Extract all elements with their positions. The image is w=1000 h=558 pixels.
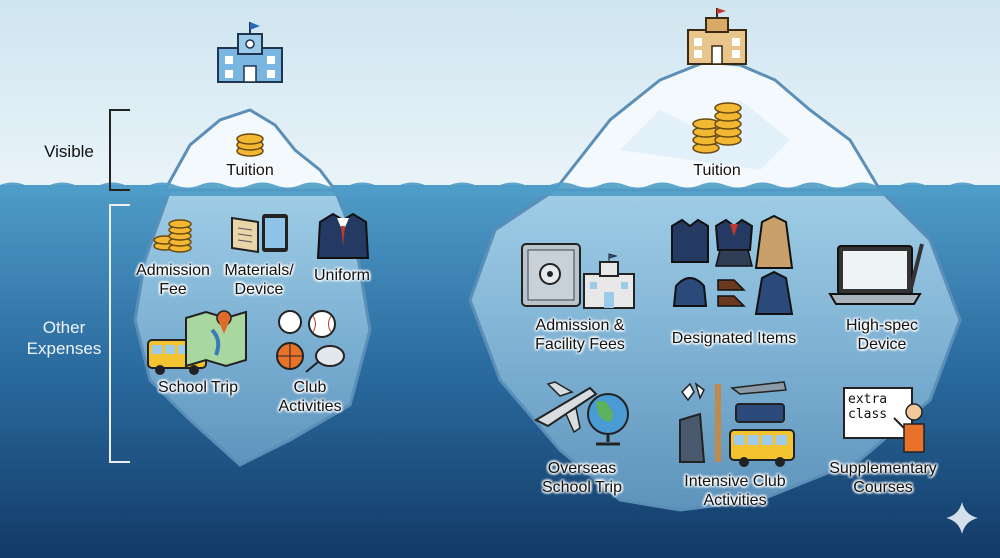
club-gear-icon: [679, 381, 787, 463]
visible-label: Visible: [44, 142, 94, 161]
materials-line2: Device: [234, 281, 284, 298]
facility-school-icon: [583, 253, 635, 309]
large-school-icon: [687, 8, 747, 65]
designated-items-icon: [671, 214, 794, 315]
globe-icon: [587, 393, 629, 446]
intensive-line2: Activities: [703, 492, 767, 509]
admission-facility-line2: Facility Fees: [535, 336, 625, 353]
courses-line2: Courses: [853, 479, 913, 496]
large-tuition-label: Tuition: [693, 162, 741, 179]
admission-facility-label: Admission & Facility Fees: [520, 316, 640, 354]
whiteboard-text: extra class: [848, 392, 908, 422]
materials-device-label: Materials/ Device: [214, 261, 304, 299]
admission-fee-line2: Fee: [159, 281, 187, 298]
high-spec-device-label: High-spec Device: [822, 316, 942, 354]
other-expenses-label: Other Expenses: [18, 317, 110, 359]
supplementary-courses-label: Supplementary Courses: [820, 459, 946, 497]
laptop-icon: [828, 243, 924, 305]
small-tuition-label: Tuition: [226, 162, 274, 179]
designated-items-label: Designated Items: [671, 330, 797, 347]
materials-line1: Materials/: [224, 262, 294, 279]
small-school-icon: [217, 22, 283, 83]
water-line: [0, 182, 1000, 196]
map-pin-icon: [185, 310, 247, 368]
uniform-label: Uniform: [313, 267, 370, 284]
club-line1: Club: [293, 379, 327, 396]
overseas-trip-label: Overseas School Trip: [522, 459, 642, 497]
materials-device-icon: [231, 214, 288, 254]
club-line2: Activities: [278, 398, 342, 415]
school-trip-label: School Trip: [157, 379, 239, 396]
whiteboard-line1: extra: [848, 392, 888, 407]
overseas-line1: Overseas: [547, 460, 617, 477]
airplane-icon: [533, 381, 598, 434]
other-expenses-line2: Expenses: [26, 339, 102, 358]
small-tuition-coins-icon: [236, 133, 264, 157]
club-activities-label: Club Activities: [265, 378, 355, 416]
other-expenses-line1: Other: [42, 318, 86, 337]
club-bus-icon: [729, 429, 795, 467]
admission-facility-line1: Admission &: [535, 317, 625, 334]
large-tuition-coins-icon: [692, 102, 742, 154]
admission-coins-icon: [153, 219, 192, 253]
courses-line1: Supplementary: [829, 460, 937, 477]
safe-icon: [521, 243, 581, 307]
intensive-club-label: Intensive Club Activities: [670, 472, 800, 510]
other-expenses-bracket: [109, 204, 130, 463]
sparkle-icon: [946, 502, 978, 534]
admission-fee-line1: Admission: [136, 262, 210, 279]
intensive-line1: Intensive Club: [684, 473, 786, 490]
device-line2: Device: [857, 336, 907, 353]
visible-bracket: [109, 109, 130, 191]
overseas-line2: School Trip: [541, 479, 623, 496]
whiteboard-line2: class: [848, 407, 888, 422]
sports-balls-icon: [276, 310, 345, 373]
admission-fee-label: Admission Fee: [128, 261, 218, 299]
uniform-icon: [316, 212, 370, 259]
device-line1: High-spec: [845, 317, 919, 334]
teacher-board-icon: [843, 387, 925, 453]
